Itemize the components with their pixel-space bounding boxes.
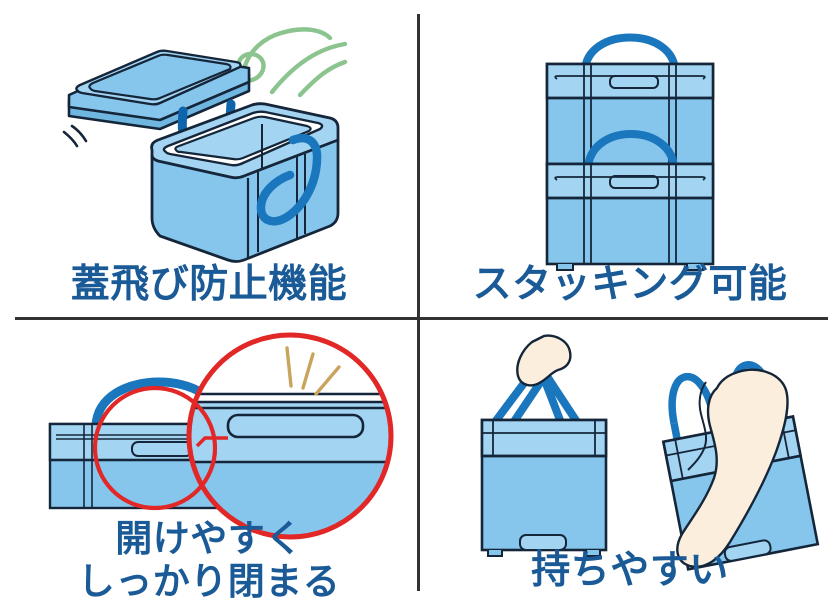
carry-box-right-group bbox=[661, 361, 820, 571]
caption-line-1: 開けやすく bbox=[115, 518, 303, 559]
magnifier-circle-large-icon bbox=[186, 332, 394, 540]
magnifier-connector bbox=[195, 436, 228, 448]
box-body-group bbox=[150, 102, 340, 263]
motion-mark-icon bbox=[62, 124, 88, 148]
panel-caption-stacking: スタッキング可能 bbox=[472, 263, 788, 306]
illustration-latch-detail bbox=[48, 332, 394, 540]
box-upper-group bbox=[545, 62, 715, 166]
horizontal-divider bbox=[15, 317, 828, 320]
panel-easy-carry: 持ちやすい bbox=[420, 320, 840, 606]
caption-line-2: しっかり閉まる bbox=[77, 561, 341, 602]
illustration-open-box-with-lid bbox=[62, 27, 348, 263]
illustration-carrying-box bbox=[480, 334, 820, 571]
carry-box-left-group bbox=[480, 334, 608, 557]
panel-caption-easy-open-close: 開けやすく しっかり閉まる bbox=[0, 520, 418, 600]
panel-caption-lid-lock: 蓋飛び防止機能 bbox=[70, 263, 348, 306]
vertical-divider bbox=[417, 14, 420, 591]
illustration-stacked-boxes bbox=[545, 33, 715, 271]
wind-lines-icon bbox=[236, 27, 348, 98]
box-lower-group bbox=[545, 162, 715, 271]
carry-handle-icon bbox=[256, 133, 322, 226]
lid-group bbox=[67, 49, 251, 131]
sparkle-lines-icon bbox=[285, 346, 341, 396]
panel-lid-lock: 蓋飛び防止機能 bbox=[0, 0, 418, 318]
panel-caption-easy-carry: 持ちやすい bbox=[531, 549, 729, 592]
panel-easy-open-close: 開けやすく しっかり閉まる bbox=[0, 320, 418, 606]
arm-inner-line bbox=[687, 381, 708, 471]
panel-stacking: スタッキング可能 bbox=[420, 0, 840, 318]
magnifier-circle-small-icon bbox=[92, 385, 218, 511]
arm-icon bbox=[676, 368, 789, 568]
